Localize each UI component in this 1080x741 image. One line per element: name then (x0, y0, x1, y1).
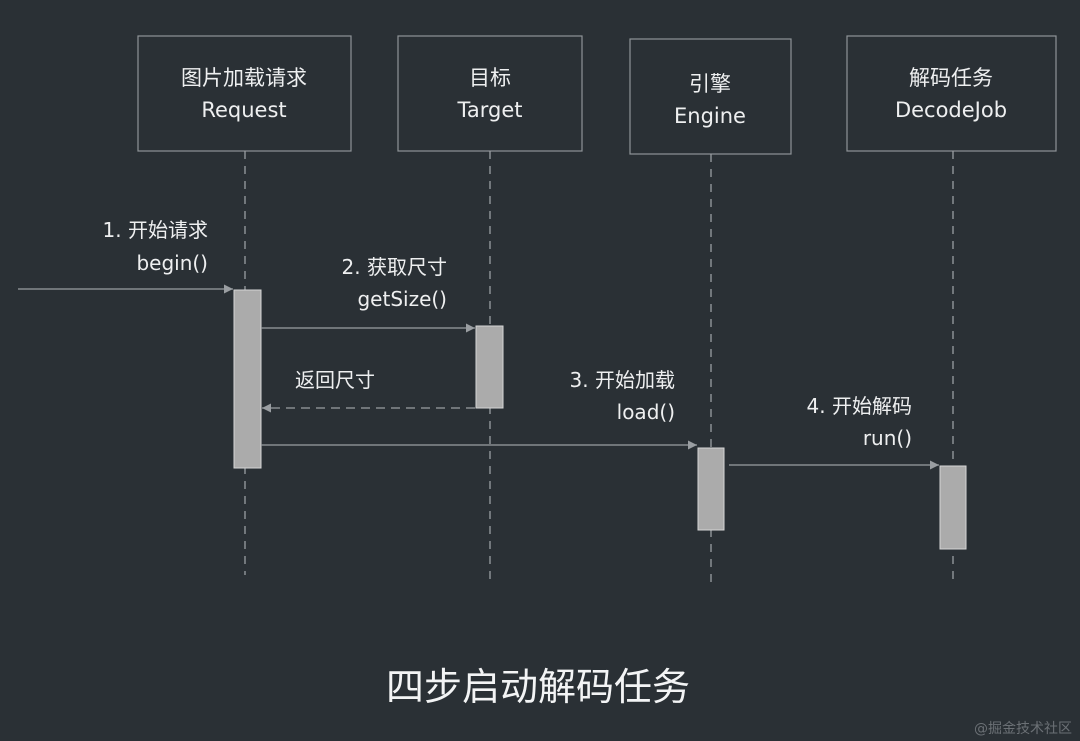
message-label: 1. 开始请求 (103, 218, 208, 242)
message-method: begin() (136, 251, 208, 275)
actor-target: 目标 Target (397, 35, 583, 152)
message-run: 4. 开始解码 run() (729, 394, 939, 470)
message-method: getSize() (357, 287, 447, 311)
message-label: 2. 获取尺寸 (342, 255, 447, 279)
actor-decodejob: 解码任务 DecodeJob (846, 35, 1057, 152)
actor-name: 目标 (469, 66, 511, 90)
actor-sub: Target (457, 98, 523, 122)
message-load: 3. 开始加载 load() (261, 368, 697, 450)
actor-box (846, 35, 1057, 152)
actor-sub: Request (201, 98, 286, 122)
message-label: 3. 开始加载 (570, 368, 675, 392)
actor-name: 解码任务 (909, 66, 993, 90)
actor-name: 引擎 (689, 72, 731, 96)
actor-sub: Engine (674, 104, 746, 128)
activation-request (233, 289, 262, 469)
actor-box (397, 35, 583, 152)
message-method: run() (863, 426, 912, 450)
actor-box (137, 35, 352, 152)
actor-box (629, 38, 792, 155)
actor-engine: 引擎 Engine (629, 38, 792, 155)
actor-sub: DecodeJob (895, 98, 1007, 122)
activation-decodejob (939, 465, 967, 550)
watermark: @掘金技术社区 (974, 721, 1072, 737)
message-method: load() (617, 400, 675, 424)
activation-engine (697, 447, 725, 531)
activation-target (475, 325, 504, 409)
message-label: 4. 开始解码 (807, 394, 912, 418)
message-getsize: 2. 获取尺寸 getSize() (261, 255, 475, 333)
actor-request: 图片加载请求 Request (137, 35, 352, 152)
message-return-size: 返回尺寸 (262, 368, 475, 413)
message-label: 返回尺寸 (295, 368, 375, 392)
actor-name: 图片加载请求 (181, 66, 307, 90)
diagram-title: 四步启动解码任务 (386, 665, 690, 709)
message-begin: 1. 开始请求 begin() (18, 218, 233, 294)
